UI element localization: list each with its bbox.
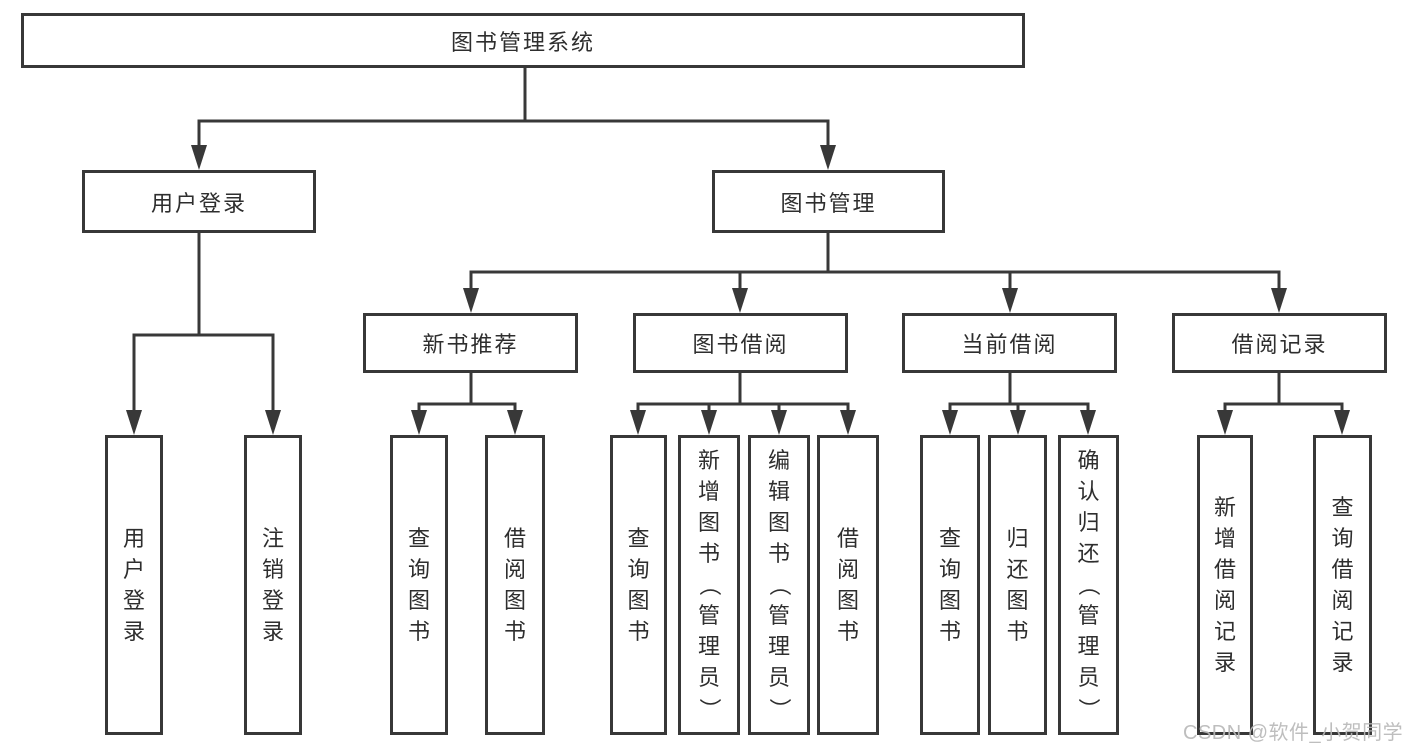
leaf-confirm-return-admin: 确认归还（管理员）: [1058, 435, 1119, 735]
node-book-borrow: 图书借阅: [633, 313, 848, 373]
leaf-return-books: 归还图书: [988, 435, 1047, 735]
node-label: 确认归还（管理员）: [1076, 448, 1102, 721]
node-label: 用户登录: [122, 525, 145, 644]
leaf-query-books-recommend: 查询图书: [390, 435, 448, 735]
node-label: 新书推荐: [422, 332, 519, 357]
node-label: 查询图书: [627, 525, 650, 644]
leaf-logout: 注销登录: [244, 435, 302, 735]
leaf-borrow-books-recommend: 借阅图书: [485, 435, 545, 735]
leaf-query-books-borrow: 查询图书: [610, 435, 667, 735]
node-root-system: 图书管理系统: [21, 13, 1025, 68]
node-new-book-recommend: 新书推荐: [363, 313, 578, 373]
leaf-add-borrow-record: 新增借阅记录: [1197, 435, 1253, 735]
leaf-query-borrow-record: 查询借阅记录: [1313, 435, 1372, 735]
node-user-login: 用户登录: [82, 170, 316, 233]
node-label: 图书管理: [780, 190, 877, 216]
node-book-management: 图书管理: [712, 170, 945, 233]
leaf-add-books-admin: 新增图书（管理员）: [678, 435, 740, 735]
node-label: 查询图书: [407, 525, 430, 644]
node-label: 借阅图书: [836, 525, 859, 644]
arrowhead-icons: [126, 145, 1350, 435]
leaf-edit-books-admin: 编辑图书（管理员）: [748, 435, 810, 735]
node-label: 用户登录: [150, 190, 247, 216]
node-label: 图书管理系统: [450, 29, 595, 55]
leaf-query-books-current: 查询图书: [920, 435, 980, 735]
node-label: 注销登录: [261, 525, 284, 644]
node-label: 编辑图书（管理员）: [766, 448, 792, 721]
node-label: 借阅记录: [1231, 332, 1328, 357]
node-label: 新增图书（管理员）: [696, 448, 722, 721]
node-label: 当前借阅: [961, 332, 1058, 357]
node-label: 图书借阅: [692, 332, 789, 357]
node-borrow-records: 借阅记录: [1172, 313, 1387, 373]
node-label: 查询借阅记录: [1331, 494, 1354, 675]
leaf-user-login: 用户登录: [105, 435, 163, 735]
csdn-watermark: CSDN @软件_小贺同学: [1183, 722, 1404, 744]
node-label: 新增借阅记录: [1213, 494, 1236, 675]
node-label: 查询图书: [938, 525, 961, 644]
node-label: 归还图书: [1006, 525, 1029, 644]
node-label: 借阅图书: [503, 525, 526, 644]
node-current-borrow: 当前借阅: [902, 313, 1117, 373]
leaf-borrow-books: 借阅图书: [817, 435, 879, 735]
